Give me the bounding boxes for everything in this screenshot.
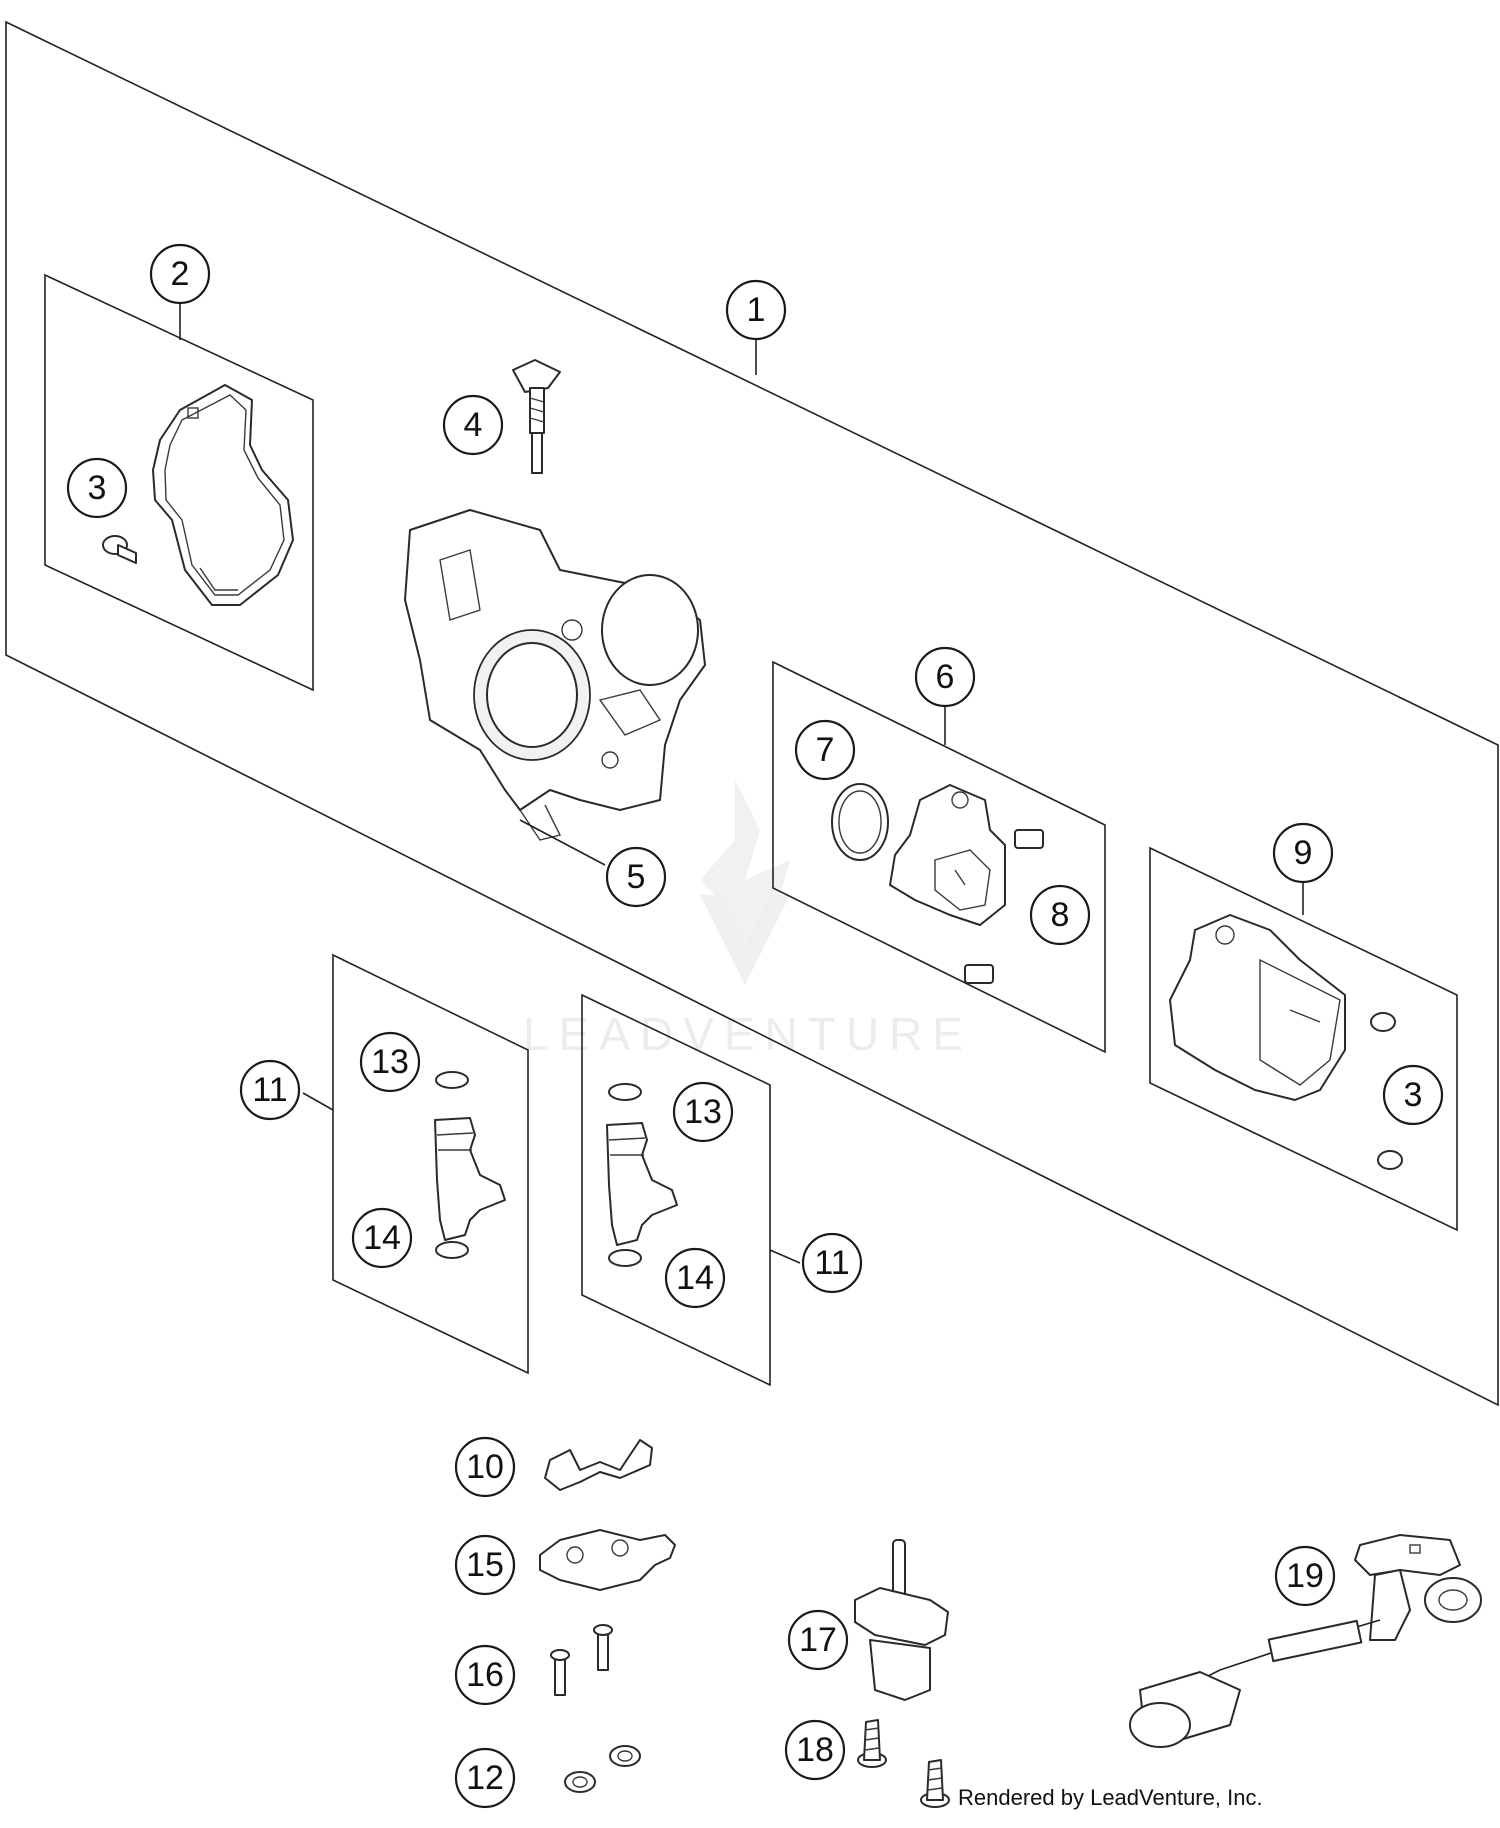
callout-8: 8 xyxy=(1029,884,1091,946)
leadventure-watermark-logo xyxy=(700,780,790,985)
callout-4: 4 xyxy=(442,394,504,456)
main-assembly-panel xyxy=(5,20,1499,1407)
panel-cover xyxy=(44,273,314,692)
svg-text:19: 19 xyxy=(1286,1557,1324,1595)
callout-6: 6 xyxy=(914,646,976,708)
callout-11-right: 11 xyxy=(801,1232,863,1294)
callout-2: 2 xyxy=(149,243,211,305)
svg-text:13: 13 xyxy=(371,1043,409,1081)
idle-screw-part xyxy=(512,359,561,474)
svg-text:3: 3 xyxy=(88,469,107,507)
callout-10: 10 xyxy=(454,1436,516,1498)
callout-9: 9 xyxy=(1272,822,1334,884)
throttle-cover-part xyxy=(152,384,294,606)
svg-text:14: 14 xyxy=(363,1219,401,1257)
callout-19: 19 xyxy=(1274,1545,1336,1607)
panel-injector-right xyxy=(581,993,771,1387)
svg-text:17: 17 xyxy=(799,1621,837,1659)
svg-text:3: 3 xyxy=(1404,1076,1423,1114)
svg-text:14: 14 xyxy=(676,1259,714,1297)
bolt-part xyxy=(102,535,137,564)
callout-3-actuator: 3 xyxy=(1382,1064,1444,1126)
svg-text:7: 7 xyxy=(816,731,835,769)
svg-text:5: 5 xyxy=(627,858,646,896)
svg-text:11: 11 xyxy=(252,1071,287,1109)
watermark-text: LEADVENTURE xyxy=(523,1008,973,1060)
callout-17: 17 xyxy=(787,1609,849,1671)
actuator-cover-part xyxy=(1169,914,1403,1170)
svg-text:1: 1 xyxy=(747,291,766,329)
fuel-rail-bolts-part xyxy=(550,1624,613,1696)
svg-text:2: 2 xyxy=(171,255,190,293)
throttle-sensor-part xyxy=(889,784,1044,984)
o-ring-part xyxy=(831,783,889,861)
pressure-sensor-part xyxy=(854,1539,949,1701)
sensor-screws-part xyxy=(857,1719,950,1808)
leader-lines xyxy=(179,302,1304,1264)
render-credit: Rendered by LeadVenture, Inc. xyxy=(958,1785,1263,1810)
injector-left-part xyxy=(434,1071,506,1259)
callout-11-left: 11 xyxy=(239,1059,301,1121)
throttle-body-part xyxy=(404,509,706,841)
svg-text:15: 15 xyxy=(466,1546,504,1584)
callout-14-right: 14 xyxy=(664,1247,726,1309)
svg-text:18: 18 xyxy=(796,1731,834,1769)
svg-text:9: 9 xyxy=(1294,834,1313,872)
sensor-harness-part xyxy=(1129,1534,1482,1748)
svg-text:8: 8 xyxy=(1051,896,1070,934)
callout-15: 15 xyxy=(454,1534,516,1596)
svg-text:11: 11 xyxy=(814,1244,849,1282)
callout-5: 5 xyxy=(605,846,667,908)
callout-3-cover: 3 xyxy=(66,457,128,519)
clip-part xyxy=(544,1439,653,1491)
callout-13-left: 13 xyxy=(359,1031,421,1093)
svg-text:6: 6 xyxy=(936,658,955,696)
washers-part xyxy=(564,1745,641,1793)
svg-text:13: 13 xyxy=(684,1093,722,1131)
callout-16: 16 xyxy=(454,1644,516,1706)
panel-injector-left xyxy=(332,953,529,1375)
injector-right-part xyxy=(606,1083,678,1267)
panel-actuator xyxy=(1149,846,1458,1232)
callout-13-right: 13 xyxy=(672,1081,734,1143)
callout-18: 18 xyxy=(784,1719,846,1781)
svg-text:16: 16 xyxy=(466,1656,504,1694)
panel-throttle-sensor xyxy=(772,660,1106,1054)
callout-14-left: 14 xyxy=(351,1207,413,1269)
fuel-rail-part xyxy=(539,1529,676,1591)
svg-text:4: 4 xyxy=(464,406,483,444)
svg-text:12: 12 xyxy=(466,1759,504,1797)
callout-7: 7 xyxy=(794,719,856,781)
svg-text:10: 10 xyxy=(466,1448,504,1486)
callout-1: 1 xyxy=(725,279,787,341)
callout-12: 12 xyxy=(454,1747,516,1809)
